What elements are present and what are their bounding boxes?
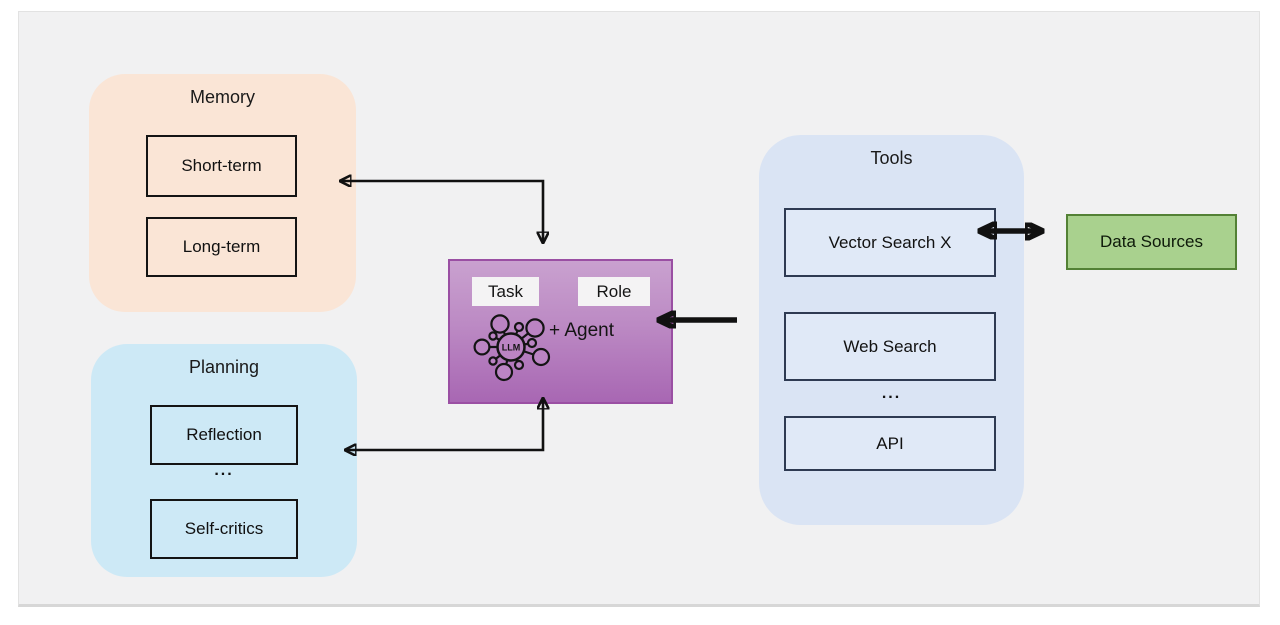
planning-group: Planning Reflection ... Self-critics <box>91 344 357 577</box>
long-term-memory-box: Long-term <box>146 217 297 277</box>
memory-group: Memory Short-term Long-term <box>89 74 356 312</box>
role-label: Role <box>578 277 650 306</box>
web-search-box: Web Search <box>784 312 996 381</box>
llm-network-icon: LLM <box>473 314 551 382</box>
llm-icon-label: LLM <box>502 343 521 353</box>
tools-ellipsis: ... <box>881 385 902 402</box>
tools-group: Tools Vector Search X Web Search ... API <box>759 135 1024 525</box>
task-label: Task <box>472 277 539 306</box>
short-term-memory-box: Short-term <box>146 135 297 197</box>
tools-title: Tools <box>870 148 913 168</box>
planning-title: Planning <box>188 357 260 377</box>
api-box: API <box>784 416 996 471</box>
memory-title: Memory <box>189 87 255 107</box>
reflection-box: Reflection <box>150 405 298 465</box>
planning-ellipsis: ... <box>214 462 234 479</box>
agent-box: Task Role <box>448 259 673 404</box>
agent-label: + Agent <box>549 320 614 341</box>
data-sources-box: Data Sources <box>1066 214 1237 270</box>
diagram-canvas: Memory Short-term Long-term Planning Ref… <box>18 11 1260 607</box>
self-critics-box: Self-critics <box>150 499 298 559</box>
vector-search-box: Vector Search X <box>784 208 996 277</box>
